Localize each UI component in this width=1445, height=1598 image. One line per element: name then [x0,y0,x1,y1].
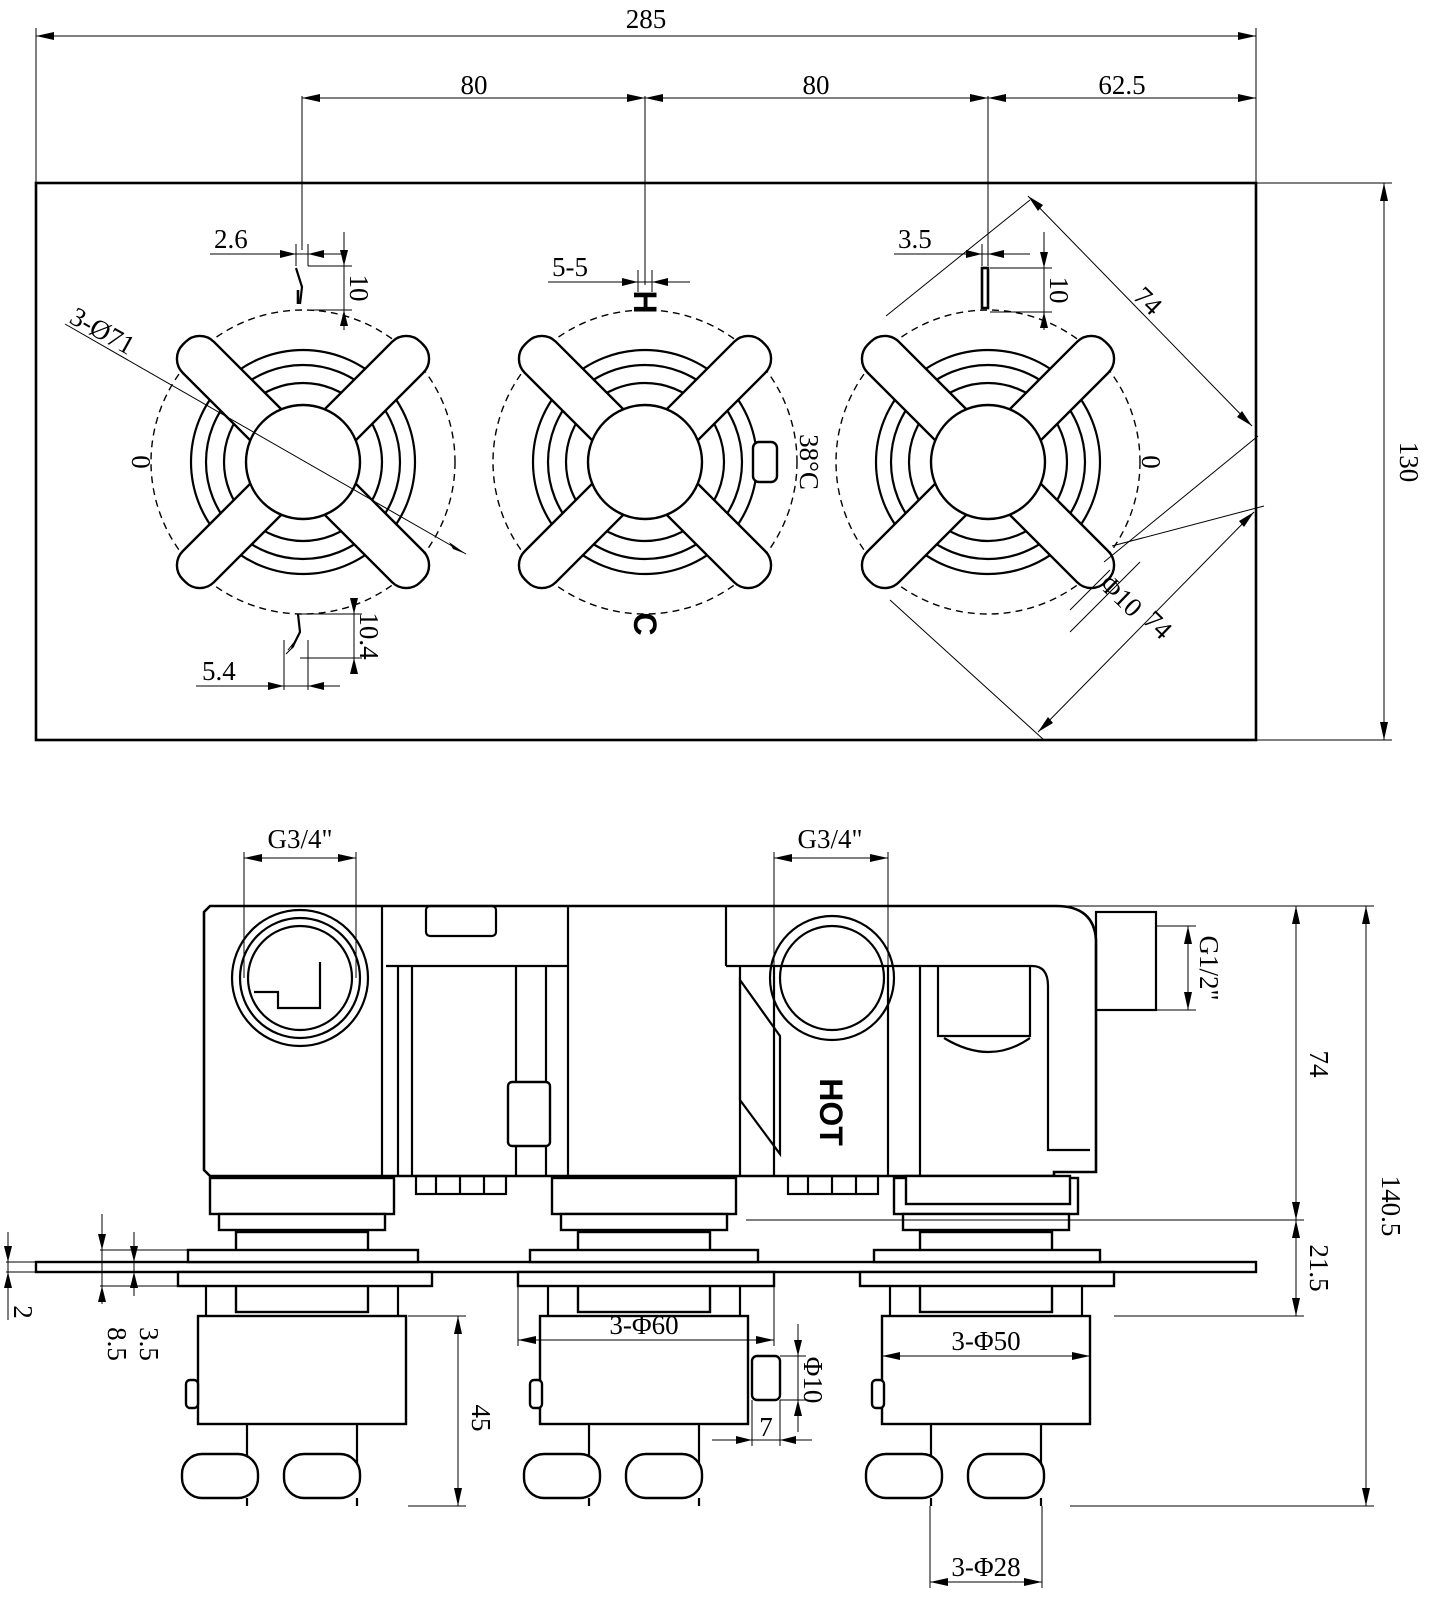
knob-diameter-label: Φ10 [798,1357,828,1404]
inlet-left-label: G3/4" [267,824,332,854]
tick-right-top: 3.5 10 [894,224,1074,330]
tick-centre: 5-5 [548,252,690,292]
zero-right-label: 0 [1136,455,1166,469]
square-right-label: 74 [1138,605,1179,646]
handle-diameter-label: 3-Ø71 [65,301,140,361]
dim-spacing-3-label: 62.5 [1098,70,1145,100]
dim-handle-spacing: 80 80 62.5 [301,70,1257,285]
cover-plate [34,181,1258,742]
outlet-label: G1/2" [1194,935,1224,1000]
dim-plate-thickness: 2 3.5 8.5 [4,1214,188,1361]
tick-left-label: 2.6 [214,224,248,254]
sleeve-diameter-label: 3-Φ60 [609,1310,678,1340]
dim-overall-width: 285 [35,4,1257,183]
handle-middle [492,309,798,615]
zero-left-label: 0 [126,455,156,469]
dim-spindle: 3-Φ28 [929,1506,1043,1588]
cap-left [208,1176,396,1314]
d35-label: 3.5 [134,1327,164,1361]
side-view: HOT [4,824,1406,1588]
temperature-mark: 38°C [794,434,824,490]
inlet-right-label: G3/4" [797,824,862,854]
total-depth-label: 140.5 [1376,1176,1406,1237]
escutcheon-diameter-label: 3-Φ50 [951,1326,1020,1356]
dim-spacing-1-label: 80 [461,70,488,100]
tick-bottom-height-label: 10.4 [354,612,384,660]
dim-body-height: 74 [746,905,1374,1221]
tick-centre-label: 5-5 [552,252,588,282]
valve-body [202,904,1098,1178]
knob-left [180,1314,408,1508]
dim-outlet: G1/2" [1156,925,1224,1011]
handle-left [64,309,467,615]
cap-height-label: 45 [466,1405,496,1432]
inlet-right-ring [768,914,896,1042]
inlet-left-ring [230,908,370,1048]
dim-plate-offset: 21.5 [1114,1220,1334,1317]
dim-inlet-right: G3/4" [773,824,889,978]
dim-plate-height-label: 130 [1394,442,1424,483]
tick-right-label: 3.5 [898,224,932,254]
dim-knob: Φ10 7 [712,1324,828,1446]
tick-right-height-label: 10 [1044,277,1074,304]
knob-middle [522,1314,750,1508]
dim-spacing-2-label: 80 [803,70,830,100]
dim-total-depth: 140.5 [1070,906,1406,1507]
knob-length-label: 7 [759,1412,773,1442]
front-view: 285 80 80 62.5 130 [34,4,1424,742]
tick-left-height-label: 10 [344,275,374,302]
cap-middle [550,1176,738,1314]
plate-side [34,1260,1258,1274]
dim-inlet-left: G3/4" [243,824,357,978]
d2-label: 2 [8,1305,38,1319]
hot-mark: H [627,290,663,313]
dim-plate-height: 130 [1256,182,1424,741]
tick-left-bottom: 10.4 5.4 [196,598,384,690]
hot-label: HOT [813,1078,849,1146]
d85-label: 8.5 [102,1327,132,1361]
dim-escutcheon: 3-Φ50 [882,1326,1090,1360]
dim-cap-height: 45 [408,1315,496,1507]
dim-sleeve: 3-Φ60 [517,1286,775,1346]
cold-mark: C [627,612,663,635]
spindle-diameter-label: 3-Φ28 [951,1552,1020,1582]
plate-offset-label: 21.5 [1304,1244,1334,1291]
tick-bottom-width-label: 5.4 [202,656,236,686]
handle-right [835,309,1141,615]
tick-left-top: 2.6 10 [210,224,374,330]
dim-overall-width-label: 285 [626,4,667,34]
square-top-label: 74 [1128,281,1169,322]
body-height-label: 74 [1304,1051,1334,1079]
